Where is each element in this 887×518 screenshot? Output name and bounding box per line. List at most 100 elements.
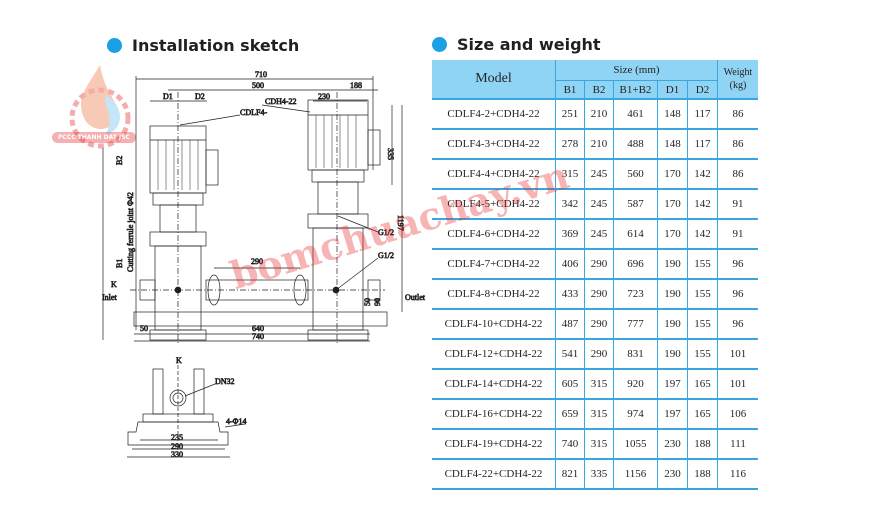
- label-inlet: Inlet: [102, 293, 117, 302]
- cell-weight: 86: [717, 158, 758, 189]
- cell-b1-b2: 587: [613, 188, 658, 219]
- cell-d1: 190: [657, 338, 688, 369]
- cell-model: CDLF4-14+CDH4-22: [432, 368, 556, 399]
- cell-d1: 230: [657, 458, 688, 490]
- cell-d1: 197: [657, 398, 688, 429]
- cell-b2: 315: [584, 398, 614, 429]
- installation-sketch-title: Installation sketch: [132, 36, 300, 55]
- header-b1: B1: [555, 80, 585, 99]
- cell-d2: 165: [687, 368, 718, 399]
- cell-model: CDLF4-2+CDH4-22: [432, 98, 556, 129]
- label-cutting-joint: Cutting ferrule joint Φ42: [126, 192, 135, 272]
- dim-290: 290: [251, 257, 263, 266]
- cell-b1-b2: 488: [613, 128, 658, 159]
- cell-d1: 148: [657, 98, 688, 129]
- cell-d1: 148: [657, 128, 688, 159]
- cell-model: CDLF4-3+CDH4-22: [432, 128, 556, 159]
- cell-weight: 86: [717, 98, 758, 129]
- cell-b1-b2: 1055: [613, 428, 658, 459]
- cell-weight: 91: [717, 218, 758, 249]
- dim-d1: D1: [163, 92, 173, 101]
- cell-weight: 86: [717, 128, 758, 159]
- cell-d1: 170: [657, 158, 688, 189]
- dim-b1: B1: [115, 259, 124, 268]
- weight-unit: (kg): [729, 80, 747, 91]
- weight-label: Weight: [723, 67, 753, 78]
- dim-d2: D2: [195, 92, 205, 101]
- label-k: K: [111, 280, 117, 289]
- cell-d1: 190: [657, 248, 688, 279]
- size-weight-heading: Size and weight: [432, 35, 601, 54]
- header-weight: Weight (kg): [717, 60, 758, 99]
- cell-weight: 101: [717, 368, 758, 399]
- size-weight-table: Model Size (mm) Weight (kg) B1 B2 B1+B2 D…: [432, 60, 758, 490]
- dim-710: 710: [255, 70, 267, 79]
- cell-b1: 541: [555, 338, 585, 369]
- cell-d2: 188: [687, 458, 718, 490]
- cell-b1: 605: [555, 368, 585, 399]
- installation-sketch-heading: Installation sketch: [107, 36, 299, 55]
- cell-b1-b2: 461: [613, 98, 658, 129]
- cell-d1: 190: [657, 278, 688, 309]
- label-outlet: Outlet: [405, 293, 426, 302]
- cell-b1: 251: [555, 98, 585, 129]
- dim-335: 335: [386, 148, 395, 160]
- cell-weight: 96: [717, 278, 758, 309]
- cell-model: CDLF4-16+CDH4-22: [432, 398, 556, 429]
- cell-model: CDLF4-19+CDH4-22: [432, 428, 556, 459]
- header-d2: D2: [687, 80, 718, 99]
- cell-b2: 335: [584, 458, 614, 490]
- cell-b2: 290: [584, 278, 614, 309]
- cell-model: CDLF4-8+CDH4-22: [432, 278, 556, 309]
- dim-740: 740: [252, 332, 264, 341]
- cell-d2: 155: [687, 338, 718, 369]
- cell-b1: 740: [555, 428, 585, 459]
- cell-b1-b2: 974: [613, 398, 658, 429]
- label-cdlf: CDLF4-: [240, 108, 267, 117]
- dim-230: 230: [318, 92, 330, 101]
- cell-b1-b2: 777: [613, 308, 658, 339]
- cell-b2: 245: [584, 158, 614, 189]
- dim-640: 640: [252, 324, 264, 333]
- cell-weight: 96: [717, 248, 758, 279]
- cell-d1: 170: [657, 218, 688, 249]
- cell-b2: 315: [584, 368, 614, 399]
- cell-d2: 117: [687, 98, 718, 129]
- right-motor: [307, 99, 369, 171]
- cell-b2: 245: [584, 188, 614, 219]
- cell-b1-b2: 831: [613, 338, 658, 369]
- cell-d2: 155: [687, 248, 718, 279]
- cell-weight: 91: [717, 188, 758, 219]
- label-holes: 4-Φ14: [226, 417, 247, 426]
- cell-d2: 142: [687, 188, 718, 219]
- bullet-icon: [432, 37, 447, 52]
- header-b1b2: B1+B2: [613, 80, 658, 99]
- cell-d2: 165: [687, 398, 718, 429]
- cell-d1: 230: [657, 428, 688, 459]
- label-g12-bottom: G1/2: [378, 251, 394, 260]
- cell-model: CDLF4-12+CDH4-22: [432, 338, 556, 369]
- header-model: Model: [432, 60, 556, 99]
- cell-d2: 142: [687, 158, 718, 189]
- header-d1: D1: [657, 80, 688, 99]
- cell-b1-b2: 1156: [613, 458, 658, 490]
- header-size: Size (mm): [555, 60, 718, 81]
- cell-b1: 369: [555, 218, 585, 249]
- cell-b1: 342: [555, 188, 585, 219]
- label-g12-top: G1/2: [378, 228, 394, 237]
- cell-d1: 170: [657, 188, 688, 219]
- cell-weight: 116: [717, 458, 758, 490]
- dim-330: 330: [171, 450, 183, 459]
- base-frame: [133, 311, 388, 327]
- header-b2: B2: [584, 80, 614, 99]
- company-logo-icon: [55, 60, 145, 150]
